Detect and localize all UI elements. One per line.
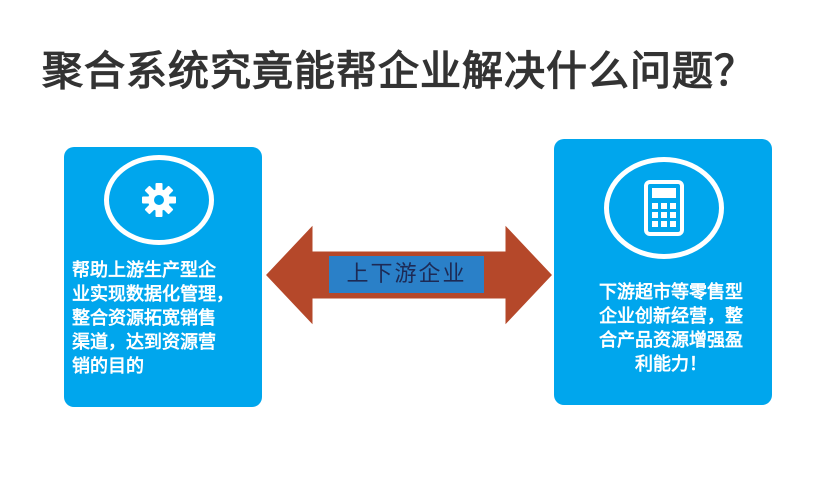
calculator-icon-circle bbox=[604, 157, 724, 259]
left-card-text: 帮助上游生产型企 业实现数据化管理， 整合资源拓宽销售 渠道，达到资源营 销的目… bbox=[72, 260, 234, 377]
left-info-card: 帮助上游生产型企 业实现数据化管理， 整合资源拓宽销售 渠道，达到资源营 销的目… bbox=[64, 147, 262, 407]
slide-title: 聚合系统究竟能帮企业解决什么问题？ bbox=[42, 47, 756, 95]
arrow-label: 上下游企业 bbox=[329, 256, 484, 293]
calculator-icon bbox=[644, 180, 684, 236]
right-info-card: 下游超市等零售型 企业创新经营，整 合产品资源增强盈 利能力！ bbox=[554, 139, 772, 405]
gear-icon-circle bbox=[104, 155, 214, 245]
gear-icon bbox=[142, 183, 176, 217]
right-card-text: 下游超市等零售型 企业创新经营，整 合产品资源增强盈 利能力！ bbox=[599, 282, 743, 375]
